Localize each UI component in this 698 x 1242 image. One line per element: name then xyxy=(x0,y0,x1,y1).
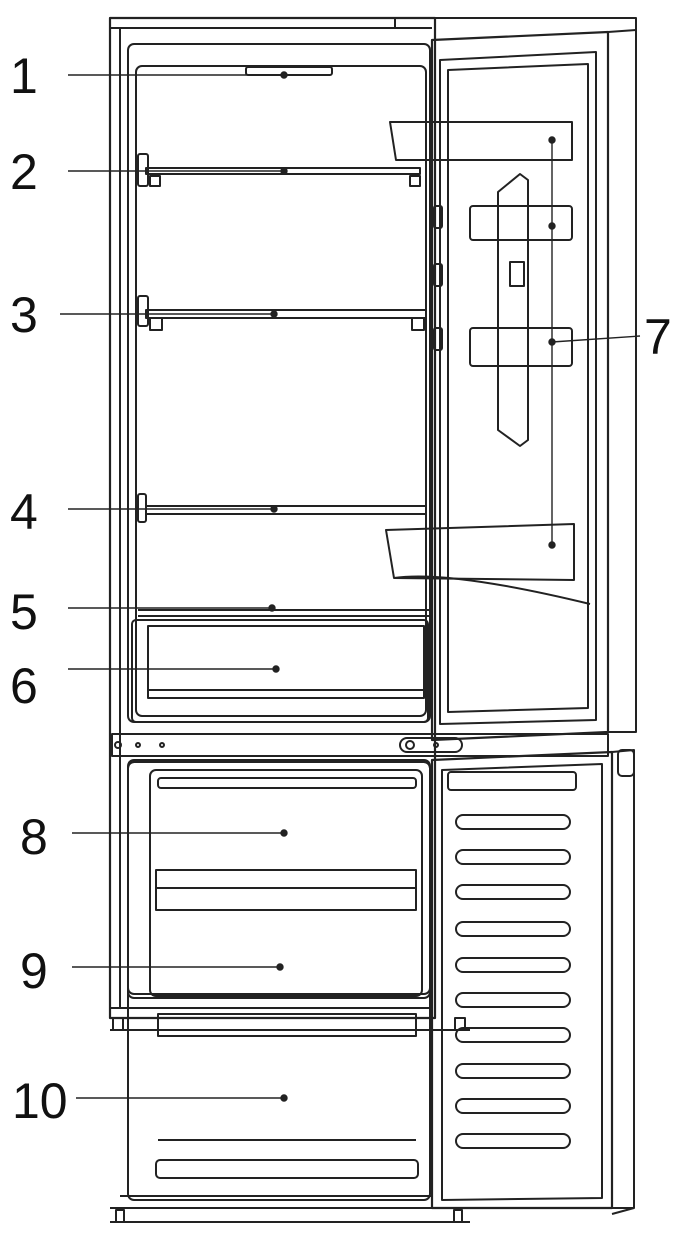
callout-5: 5 xyxy=(10,584,38,640)
shelf-4 xyxy=(137,493,427,523)
crisper-drawer xyxy=(131,619,429,723)
middle-hinge-band xyxy=(111,733,609,757)
door-rack xyxy=(469,173,573,447)
feet xyxy=(110,1207,634,1223)
freezer-door xyxy=(430,749,635,1215)
door-balcony-bottom xyxy=(385,523,591,605)
light-unit xyxy=(245,66,333,76)
callout-1: 1 xyxy=(10,48,38,104)
cabinet xyxy=(108,16,637,1031)
door-balcony-top xyxy=(389,121,573,161)
callout-2: 2 xyxy=(10,144,38,200)
callout-10: 10 xyxy=(12,1073,68,1129)
callout-4: 4 xyxy=(10,484,38,540)
freezer-compartment xyxy=(120,759,432,1201)
shelf-3 xyxy=(137,295,427,331)
callout-9: 9 xyxy=(20,943,48,999)
fridge-door xyxy=(385,29,637,742)
shelf-2 xyxy=(137,153,421,187)
freezer-drawer-upper xyxy=(149,769,423,997)
callout-6: 6 xyxy=(10,658,38,714)
fridge-compartment xyxy=(127,43,431,723)
callout-3: 3 xyxy=(10,287,38,343)
callout-7: 7 xyxy=(644,309,672,365)
callout-8: 8 xyxy=(20,809,48,865)
leader-lines xyxy=(60,71,641,1102)
